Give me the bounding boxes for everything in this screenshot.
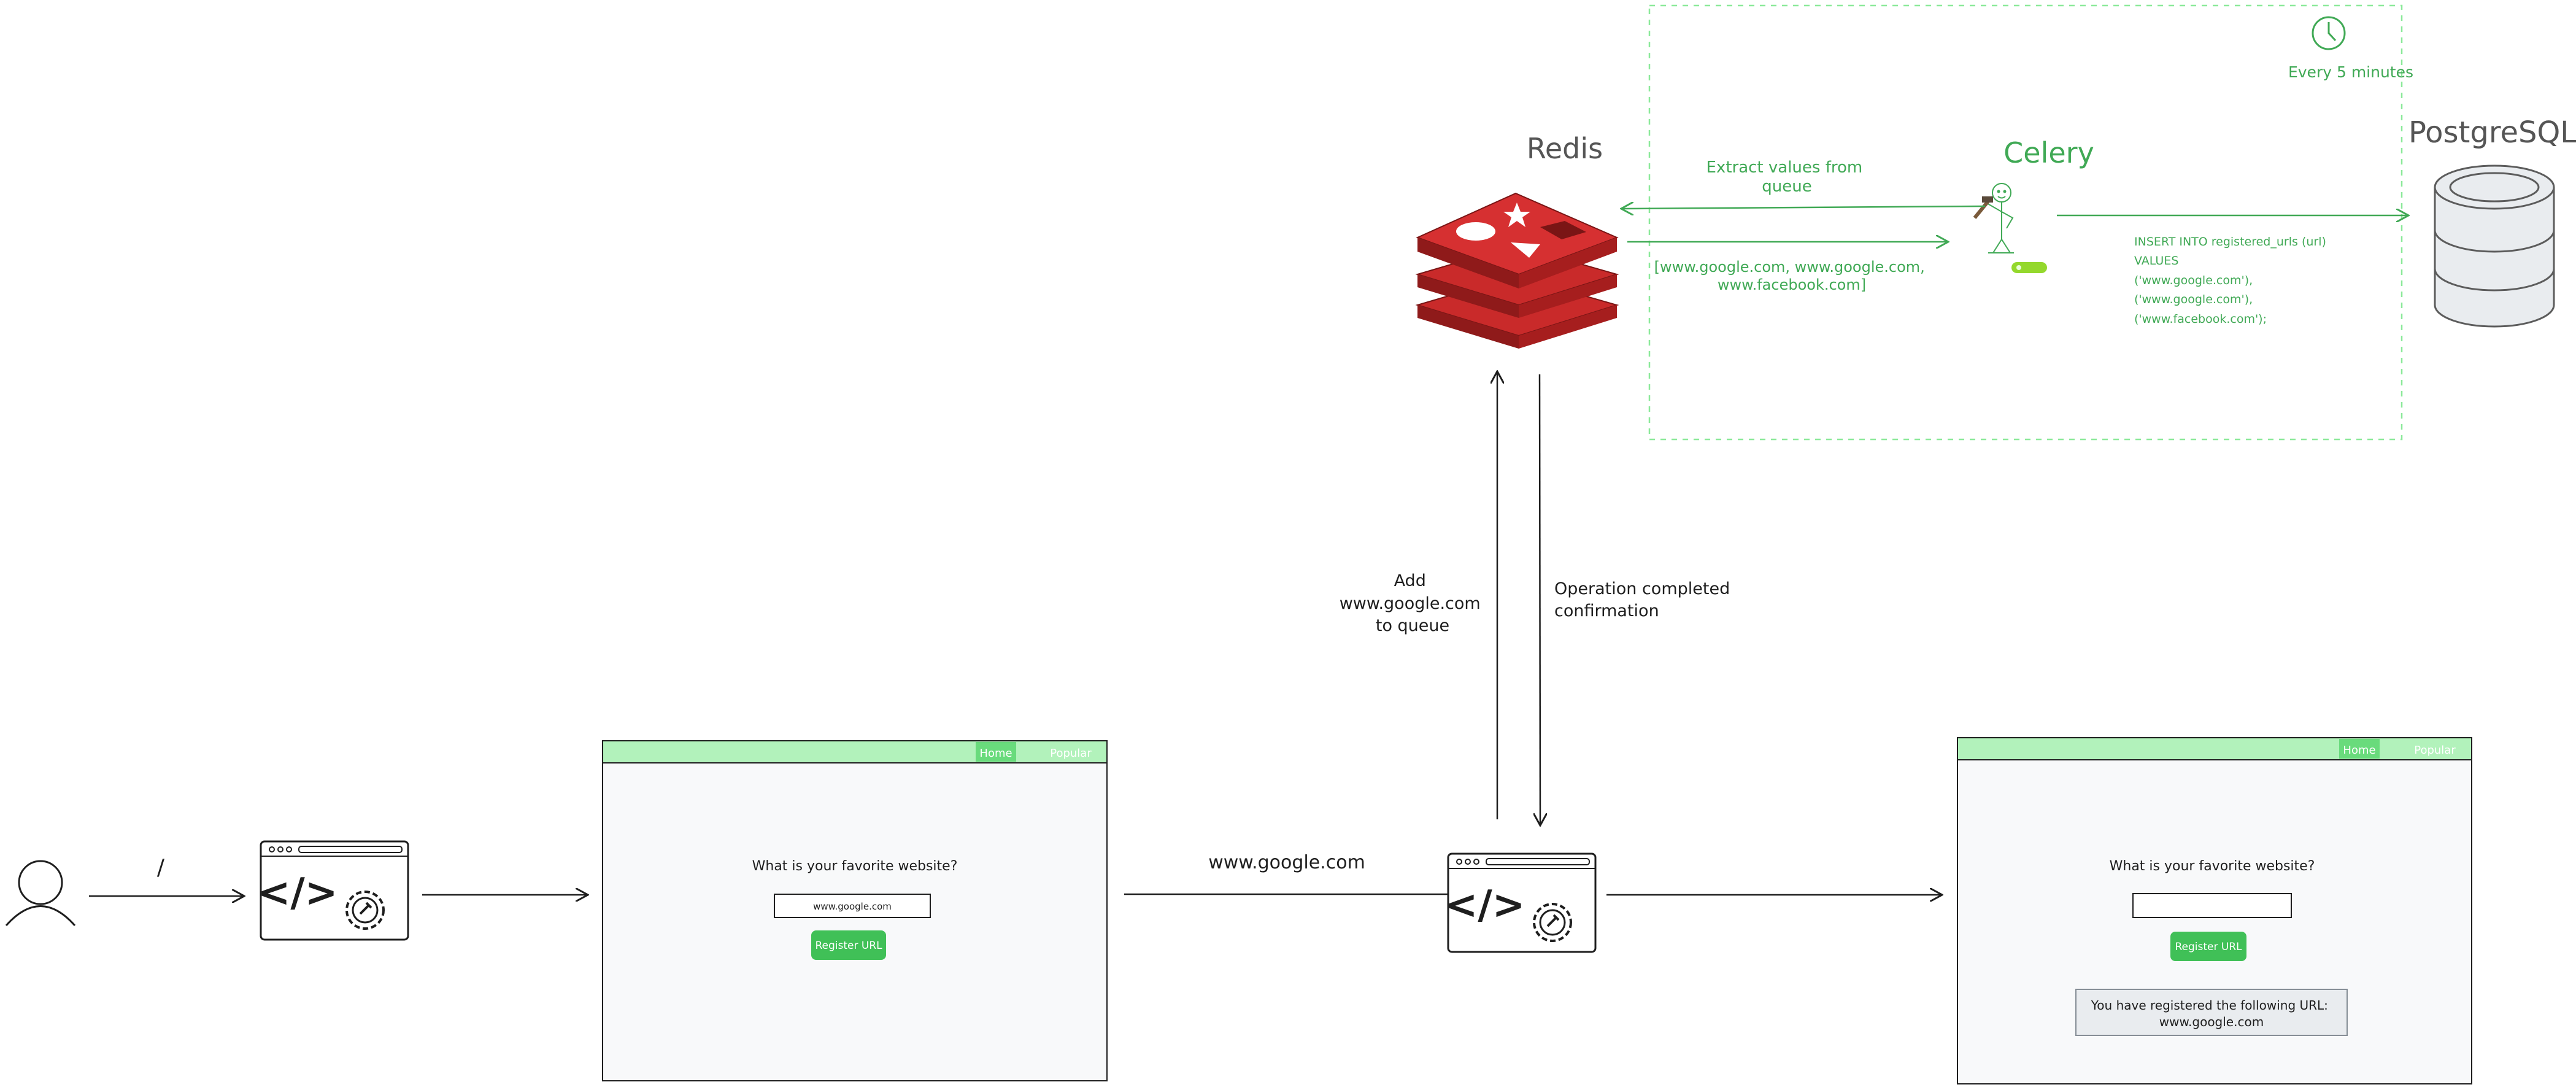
clock-icon [2312, 16, 2346, 50]
database-cylinder-icon [2434, 164, 2555, 328]
root-path-label: / [157, 855, 165, 880]
arrow-celery-to-redis [1621, 206, 1986, 209]
code-gear-icon: </> [258, 840, 409, 941]
url-input-field[interactable] [774, 894, 931, 918]
redis-title: Redis [1527, 132, 1603, 165]
operation-completed-label: Operation completed confirmation [1554, 579, 1735, 620]
url-input-field[interactable] [2132, 893, 2292, 918]
nav-home-link[interactable]: Home [2343, 744, 2375, 757]
form-question: What is your favorite website? [752, 859, 958, 874]
web-page-form: Home Popular What is your favorite websi… [602, 740, 1108, 1081]
nav-popular-link[interactable]: Popular [1050, 747, 1092, 760]
register-url-button-label: Register URL [815, 940, 882, 952]
svg-text:</>: </> [1445, 883, 1525, 928]
code-gear-icon: </> [1445, 852, 1597, 953]
add-to-queue-label: Add www.google.com to queue [1340, 571, 1486, 635]
schedule-label: Every 5 minutes [2288, 63, 2413, 81]
result-message: You have registered the following URL: w… [2091, 998, 2332, 1029]
person-icon [5, 860, 76, 926]
redis-logo-icon [1415, 192, 1619, 349]
nav-popular-link[interactable]: Popular [2414, 744, 2456, 757]
sql-insert-statement: INSERT INTO registered_urls (url) VALUES… [2134, 235, 2330, 326]
svg-text:</>: </> [258, 870, 338, 916]
stick-figure-icon [1973, 183, 2047, 273]
postgres-title: PostgreSQL [2408, 115, 2576, 150]
queue-values-label: [www.google.com, www.google.com, www.fac… [1654, 258, 1930, 293]
submitted-url-label: www.google.com [1208, 852, 1365, 873]
register-url-button[interactable] [811, 930, 886, 960]
celery-scheduled-box [1648, 4, 2403, 441]
web-page-result: Home Popular What is your favorite websi… [1957, 737, 2472, 1084]
register-url-button-label: Register URL [2175, 941, 2242, 953]
result-message-box [2075, 989, 2348, 1036]
celery-title: Celery [2003, 136, 2094, 169]
extract-values-label: Extract values from queue [1706, 158, 1868, 196]
url-input-value: www.google.com [813, 901, 892, 912]
register-url-button[interactable] [2170, 932, 2246, 961]
nav-home-link[interactable]: Home [979, 747, 1012, 760]
form-question: What is your favorite website? [2110, 859, 2315, 874]
